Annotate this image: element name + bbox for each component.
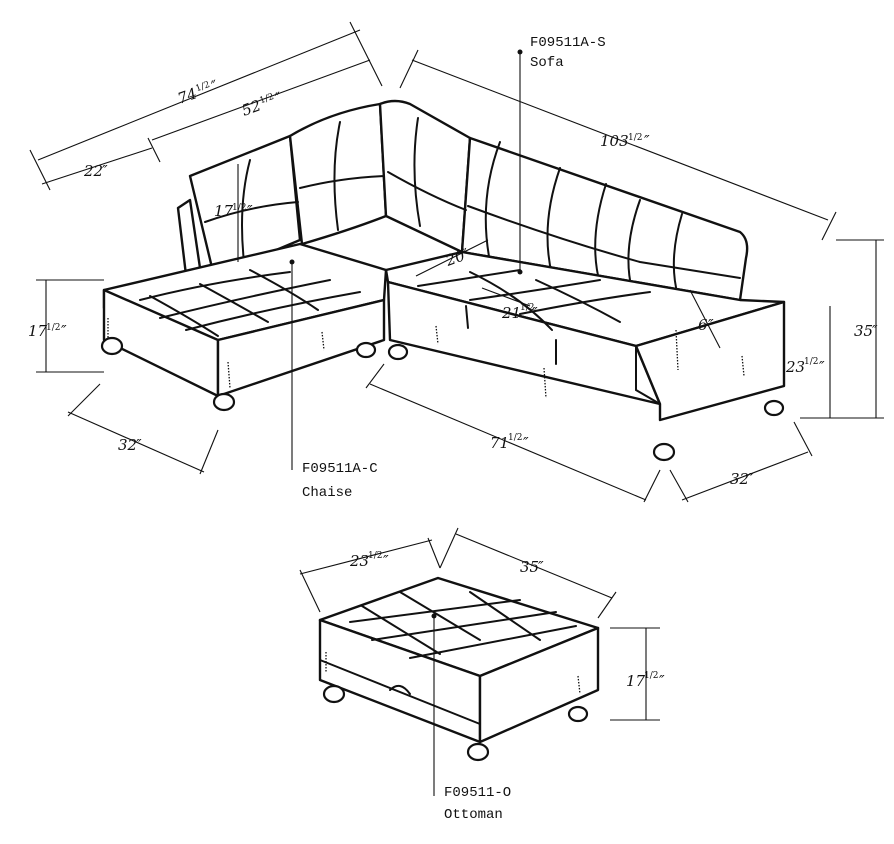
svg-text:32: 32 [730,470,749,488]
svg-text:″: ″ [383,552,389,570]
svg-text:″: ″ [460,245,472,264]
svg-text:17: 17 [214,202,234,220]
svg-text:″: ″ [538,558,544,576]
back-cushion-right [460,136,749,302]
svg-text:1/2: 1/2 [804,357,818,367]
svg-text:52: 52 [239,96,263,119]
sofa-leg-corner [387,343,409,361]
svg-text:″: ″ [708,316,714,334]
svg-text:1/2: 1/2 [232,203,246,213]
ottoman-leg-right [567,705,589,723]
dim-chaise-depth: 32 ″ [118,436,142,454]
svg-text:71: 71 [490,434,509,452]
svg-text:20: 20 [442,246,467,270]
svg-text:″: ″ [872,322,878,340]
dim-back-cushion-height: 17 1/2 ″ [214,202,253,220]
svg-text:″: ″ [209,76,221,95]
chaise-leg-left [100,336,124,356]
svg-text:103: 103 [600,132,629,150]
sofa-arm [634,300,786,422]
chaise-name: Chaise [302,485,352,501]
ottoman-right-face [478,626,600,744]
svg-text:17: 17 [626,672,646,690]
dim-sofa-depth: 32 ″ [730,470,754,488]
dim-seat-depth: 20 ″ [442,245,472,270]
sofa-back [176,99,749,302]
sofa-code: F09511A-S [530,35,606,51]
chaise-leg-front [212,392,236,412]
svg-text:1/2: 1/2 [46,323,60,333]
svg-text:74: 74 [175,84,199,107]
svg-text:1/2: 1/2 [258,92,275,106]
svg-text:21: 21 [501,304,521,322]
back-cushion-corner [378,99,472,254]
dim-back-section-width: 52 1/2 ″ [239,88,285,119]
svg-text:6: 6 [698,316,708,334]
svg-text:23: 23 [349,552,369,570]
svg-text:″: ″ [659,672,665,690]
svg-text:32: 32 [118,436,137,454]
dim-chaise-seat-height: 17 1/2 ″ [28,322,67,340]
svg-text:1/2: 1/2 [508,433,522,443]
svg-text:″: ″ [532,304,538,322]
chaise-leg-right [355,341,377,359]
chaise-side-face [216,298,386,398]
svg-text:22: 22 [83,162,103,180]
svg-text:1/2: 1/2 [644,671,658,681]
svg-text:″: ″ [819,358,825,376]
svg-text:″: ″ [273,88,285,107]
product-labels: F09511A-S Sofa F09511A-C Chaise F09511-O… [302,35,606,823]
chaise-back-panel [188,134,302,278]
svg-text:″: ″ [247,202,253,220]
svg-text:1/2: 1/2 [628,133,642,143]
svg-text:35: 35 [520,558,539,576]
sofa-leg-right [763,399,785,417]
ottoman-code: F09511-O [444,785,511,801]
dim-overall-height: 35 ″ [854,322,878,340]
dim-ottoman-width: 35 ″ [520,558,544,576]
svg-text:″: ″ [136,436,142,454]
svg-text:″: ″ [102,162,108,180]
ottoman-leg-left [322,684,346,704]
svg-text:1/2: 1/2 [368,551,382,561]
chaise-section [100,242,388,412]
dimension-lines [29,21,884,796]
dim-ottoman-height: 17 1/2 ″ [626,671,665,690]
dim-overall-left-width: 74 1/2 ″ [175,76,221,107]
sofa-seat-section [384,250,786,462]
svg-text:35: 35 [854,322,873,340]
dim-chaise-back-width: 22 ″ [83,162,108,180]
chaise-back-side [176,198,202,277]
dim-ottoman-depth: 23 1/2 ″ [349,551,389,570]
svg-text:1/2: 1/2 [194,80,211,94]
sofa-leg-front [652,442,676,462]
dim-overall-right-width: 103 1/2 ″ [600,132,650,150]
svg-text:″: ″ [523,434,529,452]
svg-text:″: ″ [644,132,650,150]
ottoman-name: Ottoman [444,807,503,823]
dim-front-length: 71 1/2 ″ [490,433,529,452]
svg-text:1/2: 1/2 [520,303,534,313]
ottoman-section [318,576,600,762]
sofa-name: Sofa [530,55,564,71]
ottoman-leg-front [466,742,490,762]
dim-arm-width: 6 ″ [698,316,714,334]
svg-text:″: ″ [61,322,67,340]
dimension-labels: 74 1/2 ″ 52 1/2 ″ 22 ″ 103 1/2 ″ 17 1/2 … [28,76,878,690]
dim-seat-cushion-depth: 21 1/2 ″ [501,303,538,322]
svg-text:17: 17 [28,322,48,340]
svg-text:23: 23 [785,358,805,376]
chaise-code: F09511A-C [302,461,378,477]
svg-text:″: ″ [748,470,754,488]
dim-arm-height: 23 1/2 ″ [785,357,825,376]
